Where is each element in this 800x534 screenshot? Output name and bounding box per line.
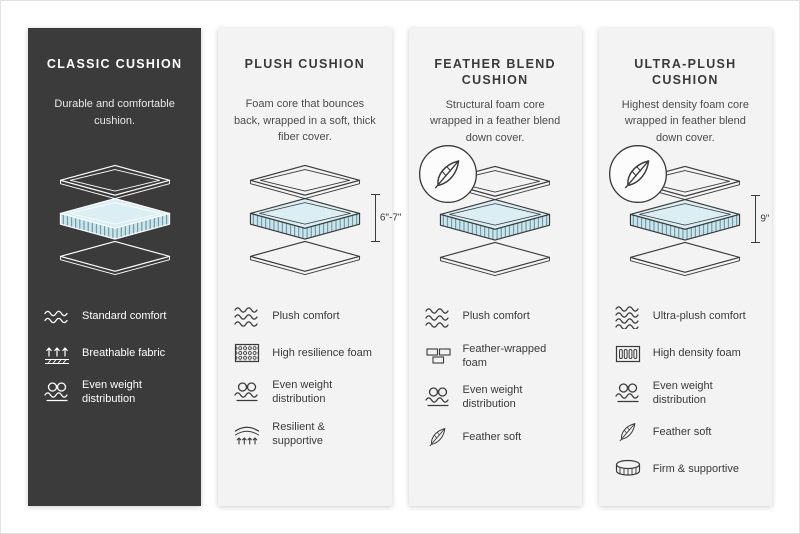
panel-title: ULTRA-PLUSH CUSHION — [634, 57, 737, 88]
feature-label: Plush comfort — [272, 309, 340, 322]
feather-icon — [424, 425, 452, 449]
springs-icon — [235, 426, 260, 445]
feather-wrapped-foam-icon — [425, 348, 451, 364]
feature-label: Even weight distribution — [82, 379, 142, 406]
feature-row: Feather-wrapped foam — [424, 342, 567, 371]
panel-title: CLASSIC CUSHION — [46, 57, 183, 71]
feature-label: High resilience foam — [272, 346, 372, 359]
panel-title: PLUSH CUSHION — [244, 57, 366, 71]
height-measurement: 6"-7" — [370, 194, 401, 242]
feature-label: Plush comfort — [462, 310, 530, 323]
feature-list: Ultra-plush comfort High density foam — [614, 305, 757, 482]
feature-label: Ultra-plush comfort — [652, 310, 746, 323]
cushion-illustration: 9" — [609, 144, 770, 279]
height-measurement-label: 6"-7" — [379, 212, 402, 224]
even-weight-icon — [234, 382, 258, 402]
firm-supportive-icon — [615, 459, 640, 476]
feature-row: Feather soft — [424, 425, 567, 449]
feature-row: Plush comfort — [424, 305, 567, 329]
comfort-waves-icon — [44, 310, 68, 324]
panel-plush-cushion: PLUSH CUSHION Foam core that bounces bac… — [218, 28, 401, 506]
cushion-illustration — [53, 162, 177, 278]
feather-icon — [614, 420, 642, 444]
feature-row: Feather soft — [614, 420, 757, 444]
feature-row: High resilience foam — [233, 341, 376, 365]
measure-line — [755, 194, 757, 243]
feature-list: Plush comfort High resilience foam Even … — [233, 304, 376, 448]
feature-row: Firm & supportive — [614, 457, 757, 481]
feather-badge — [419, 144, 478, 203]
cushion-diagram — [243, 162, 367, 278]
feature-row: Resilient & supportive — [233, 420, 376, 449]
feature-label: Even weight distribution — [272, 379, 333, 406]
panel-feather-blend-cushion: FEATHER BLEND CUSHION Structural foam co… — [408, 28, 582, 506]
feature-label: Standard comfort — [82, 309, 167, 322]
feature-row: Ultra-plush comfort — [614, 305, 757, 329]
measure-line — [374, 194, 376, 242]
feature-label: Feather soft — [462, 430, 522, 443]
feature-row: Plush comfort — [233, 304, 376, 328]
comfort-waves-icon — [424, 307, 449, 328]
density-foam-icon — [615, 345, 640, 362]
feature-label: Feather-wrapped foam — [462, 342, 547, 369]
feature-label: Feather soft — [652, 425, 712, 438]
feature-label: Firm & supportive — [652, 462, 739, 475]
feature-row: Standard comfort — [43, 304, 186, 328]
comfort-waves-icon — [615, 305, 639, 329]
feature-row: High density foam — [614, 342, 757, 366]
panel-title: FEATHER BLEND CUSHION — [434, 57, 556, 88]
cushion-illustration: 6"-7" — [243, 162, 401, 278]
feather-badge — [609, 144, 668, 203]
breathable-fabric-icon — [45, 347, 69, 364]
feature-label: Breathable fabric — [82, 346, 166, 359]
panel-classic-cushion: CLASSIC CUSHION Durable and comfortable … — [28, 28, 202, 506]
resilience-foam-icon — [235, 343, 260, 363]
feature-label: High density foam — [652, 347, 741, 360]
comfort-waves-icon — [234, 307, 258, 327]
even-weight-icon — [424, 387, 449, 407]
feature-row: Even weight distribution — [424, 383, 567, 412]
panel-description: Structural foam core wrapped in a feathe… — [429, 98, 561, 144]
even-weight-icon — [44, 382, 68, 402]
feature-label: Even weight distribution — [652, 379, 713, 406]
feature-row: Even weight distribution — [43, 378, 186, 407]
even-weight-icon — [615, 383, 639, 402]
feature-list: Plush comfort Feather-wrapped foam Even … — [424, 305, 567, 449]
panel-ultra-plush-cushion: ULTRA-PLUSH CUSHION Highest density foam… — [598, 28, 772, 506]
feature-list: Standard comfort Breathable fabric Even … — [43, 304, 186, 407]
feature-label: Even weight distribution — [462, 384, 523, 411]
panel-description: Durable and comfortable cushion. — [54, 98, 175, 127]
panel-description: Foam core that bounces back, wrapped in … — [233, 98, 376, 143]
height-measurement-label: 9" — [760, 213, 770, 224]
cushion-diagram — [53, 162, 177, 278]
panel-description: Highest density foam core wrapped in fea… — [621, 98, 749, 144]
cushion-illustration — [419, 144, 557, 279]
feature-row: Breathable fabric — [43, 341, 186, 365]
feature-row: Even weight distribution — [614, 379, 757, 408]
feature-label: Resilient & supportive — [272, 420, 325, 447]
feature-row: Even weight distribution — [233, 378, 376, 407]
height-measurement: 9" — [750, 194, 770, 243]
